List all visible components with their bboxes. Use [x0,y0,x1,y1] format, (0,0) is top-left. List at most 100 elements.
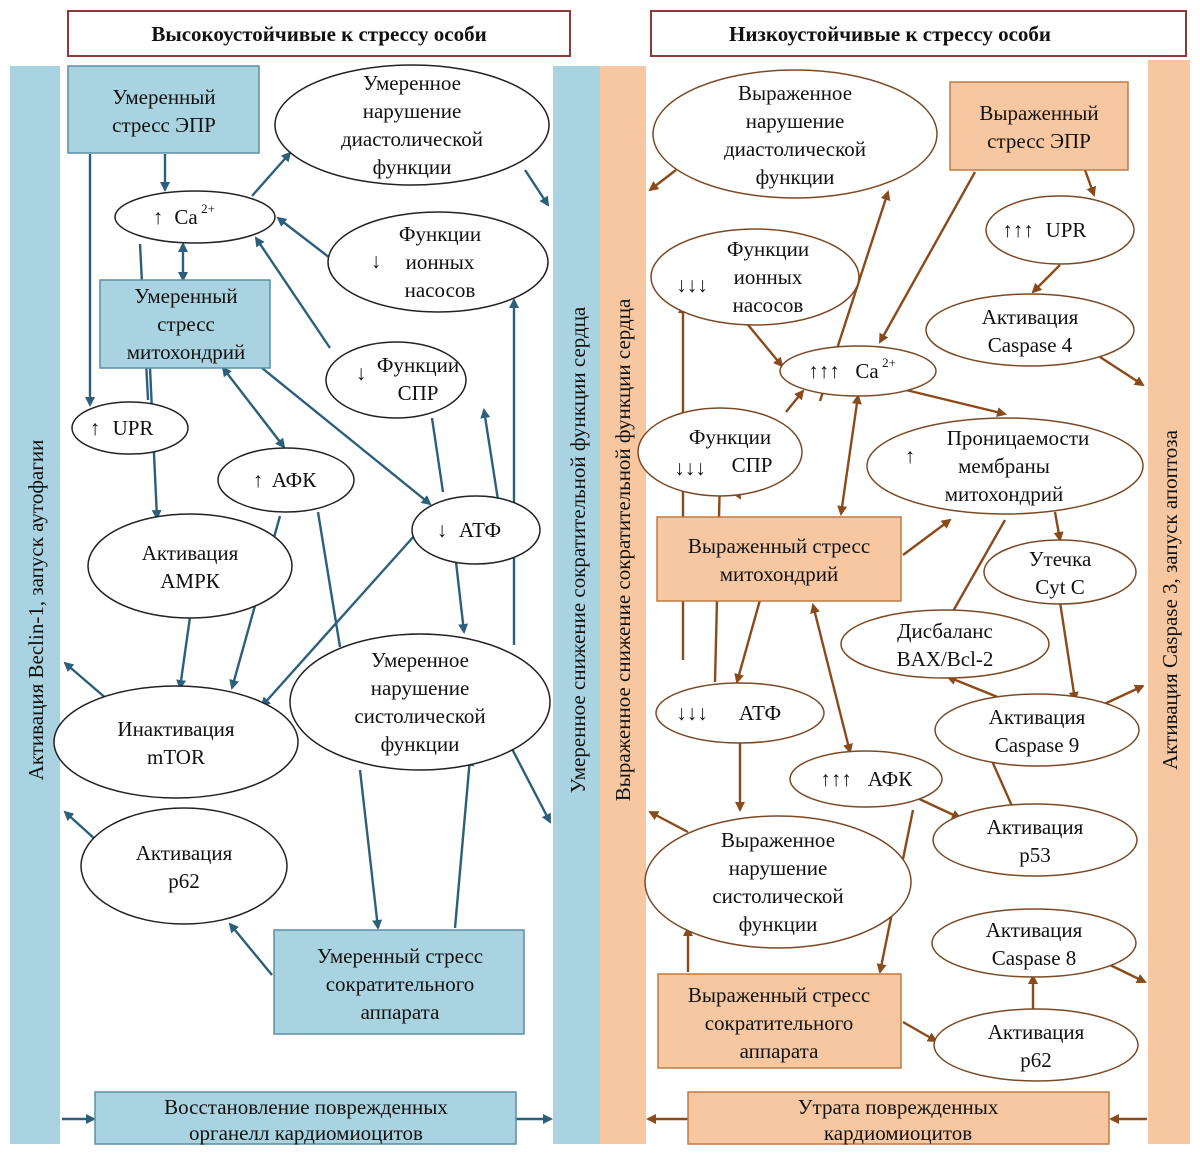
svg-text:СПР: СПР [732,453,773,477]
down-arrow-icon: ↓ [371,249,382,273]
svg-text:Умеренный стресс: Умеренный стресс [317,944,483,968]
triple-down-arrow-icon: ↓↓↓ [676,701,708,725]
left-arrows [62,151,553,1124]
right-atf: ↓↓↓ АТФ [655,682,825,744]
svg-text:Утечка: Утечка [1029,547,1092,571]
svg-text:нарушение: нарушение [363,99,462,123]
triple-down-arrow-icon: ↓↓↓ [674,456,706,480]
up-arrow-icon: ↑ [153,205,164,229]
svg-text:Выраженное снижение сократител: Выраженное снижение сократительной функц… [611,298,635,801]
right-caspase8: Активация Caspase 8 [931,908,1137,978]
svg-text:2+: 2+ [882,355,896,370]
svg-text:Выраженный: Выраженный [979,101,1098,125]
svg-text:мембраны: мембраны [958,454,1050,478]
svg-text:Ca: Ca [174,205,198,229]
right-contractile: Выраженный стресс сократительного аппара… [657,973,902,1069]
svg-text:Умеренный: Умеренный [134,284,237,308]
header-right: Низкоустойчивые к стрессу особи [650,10,1187,57]
svg-text:сократительного: сократительного [326,972,475,996]
svg-text:сократительного: сократительного [705,1011,854,1035]
right-p53: Активация р53 [932,803,1138,877]
left-diastolic: Умеренное нарушение диастолической функц… [274,64,550,186]
svg-text:ионных: ионных [734,265,803,289]
triple-down-arrow-icon: ↓↓↓ [676,273,708,297]
svg-text:Активация: Активация [986,918,1083,942]
svg-text:Активация Beclin-1, запуск аут: Активация Beclin-1, запуск аутофагии [24,440,48,781]
svg-text:стресс ЭПР: стресс ЭПР [112,113,216,137]
svg-text:АТФ: АТФ [459,518,501,542]
left-mito-stress: Умеренный стресс митохондрий [99,279,271,369]
svg-text:Функции: Функции [689,425,771,449]
svg-text:Умеренный: Умеренный [112,85,215,109]
svg-text:р62: р62 [168,869,200,893]
svg-text:Caspase 9: Caspase 9 [995,733,1080,757]
svg-text:нарушение: нарушение [371,676,470,700]
svg-text:mTOR: mTOR [147,745,205,769]
svg-text:нарушение: нарушение [729,856,828,880]
left-upr: ↑ UPR [71,401,189,455]
svg-text:Умеренное: Умеренное [371,648,469,672]
svg-text:Активация: Активация [142,541,239,565]
svg-text:Активация: Активация [136,841,233,865]
left-bottom: Восстановление поврежденных органелл кар… [94,1091,517,1145]
svg-text:стресс ЭПР: стресс ЭПР [987,129,1091,153]
left-p62: Активация р62 [80,807,288,925]
right-ion-pumps: Функции ионных насосов ↓↓↓ [650,228,860,326]
svg-text:Выраженное: Выраженное [721,828,835,852]
svg-text:насосов: насосов [405,278,476,302]
svg-text:митохондрий: митохондрий [127,340,246,364]
svg-text:АФК: АФК [272,468,317,492]
svg-text:Функции: Функции [377,353,459,377]
right-systolic: Выраженное нарушение систолической функц… [644,815,912,949]
svg-text:органелл кардиомиоцитов: органелл кардиомиоцитов [189,1121,423,1145]
svg-text:Активация: Активация [987,815,1084,839]
svg-text:Проницаемости: Проницаемости [947,426,1090,450]
svg-text:Выраженное: Выраженное [738,81,852,105]
svg-text:ионных: ионных [406,250,475,274]
svg-text:Низкоустойчивые к стрессу особ: Низкоустойчивые к стрессу особи [729,22,1051,46]
triple-up-arrow-icon: ↑↑↑ [1002,218,1034,242]
left-mtor: Инактивация mTOR [53,685,299,799]
svg-text:АТФ: АТФ [739,701,781,725]
svg-text:Активация: Активация [989,705,1086,729]
right-er-stress: Выраженный стресс ЭПР [949,81,1129,171]
svg-text:Дисбаланс: Дисбаланс [897,619,993,643]
band-right-outer: Активация Caspase 3, запуск апоптоза [1148,60,1190,1144]
svg-text:стресс: стресс [157,312,215,336]
right-cytc: Утечка Cyt C [983,539,1137,605]
left-spr: Функции СПР ↓ [325,341,467,419]
svg-text:Выраженный стресс: Выраженный стресс [688,534,870,558]
down-arrow-icon: ↓ [356,361,367,385]
svg-text:Высокоустойчивые к стрессу осо: Высокоустойчивые к стрессу особи [151,22,486,46]
left-systolic: Умеренное нарушение систолической функци… [289,633,551,771]
svg-text:р62: р62 [1020,1048,1052,1072]
left-ca: ↑ Ca 2+ [114,190,276,244]
svg-text:аппарата: аппарата [361,1000,441,1024]
svg-text:UPR: UPR [1046,218,1087,242]
right-diastolic: Выраженное нарушение диастолической функ… [652,69,938,199]
svg-text:насосов: насосов [733,293,804,317]
band-left-outer: Активация Beclin-1, запуск аутофагии [10,66,60,1144]
right-bottom: Утрата поврежденных кардиомиоцитов [687,1091,1110,1145]
svg-text:диастолической: диастолической [341,127,483,151]
triple-up-arrow-icon: ↑↑↑ [820,767,852,791]
right-permeability: Проницаемости мембраны митохондрий ↑ [866,417,1144,515]
right-caspase9: Активация Caspase 9 [934,693,1140,767]
svg-text:Восстановление поврежденных: Восстановление поврежденных [164,1095,448,1119]
svg-text:Инактивация: Инактивация [117,717,235,741]
svg-text:функции: функции [756,165,835,189]
band-right-inner: Выраженное снижение сократительной функц… [600,66,646,1144]
svg-text:СПР: СПР [398,381,439,405]
svg-text:Активация Caspase 3, запуск ап: Активация Caspase 3, запуск апоптоза [1158,429,1182,769]
svg-text:диастолической: диастолической [724,137,866,161]
svg-text:Утрата поврежденных: Утрата поврежденных [798,1095,999,1119]
svg-text:Выраженный стресс: Выраженный стресс [688,983,870,1007]
svg-text:р53: р53 [1019,843,1051,867]
right-afk: ↑↑↑ АФК [789,750,943,808]
svg-text:UPR: UPR [113,416,154,440]
svg-text:функции: функции [739,912,818,936]
left-er-stress: Умеренный стресс ЭПР [67,65,260,154]
svg-text:систолической: систолической [354,704,485,728]
svg-text:Функции: Функции [399,222,481,246]
header-left: Высокоустойчивые к стрессу особи [67,10,571,57]
